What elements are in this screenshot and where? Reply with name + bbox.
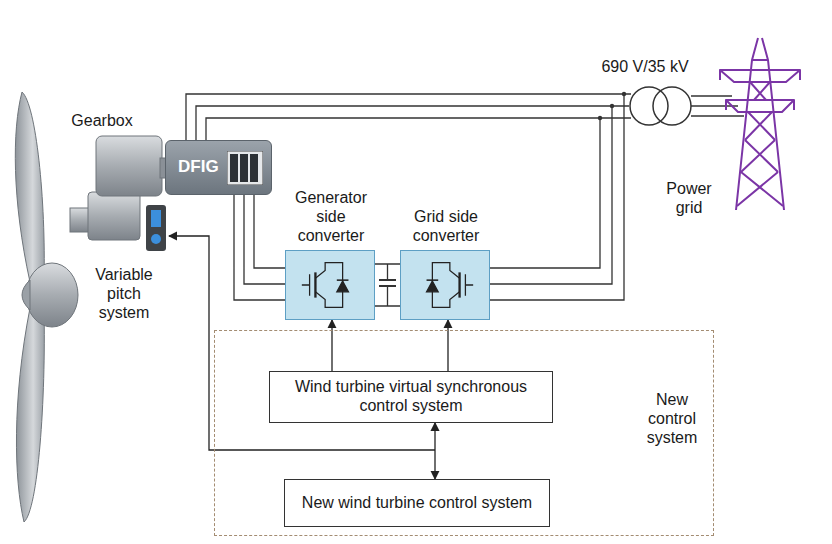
- gearbox-body: [88, 192, 140, 240]
- converter-box: Generator side converter: [285, 250, 375, 320]
- group-label: New control system: [635, 391, 709, 448]
- grid-converter-wires: [490, 94, 624, 300]
- signal-arrow: [434, 423, 435, 479]
- part-label: Power grid: [660, 180, 718, 218]
- control-box: New wind turbine control system: [284, 479, 550, 527]
- converter-label: Generator side converter: [281, 189, 381, 246]
- gearbox-body: [96, 136, 162, 196]
- part-label: Variable pitch system: [82, 266, 166, 323]
- part-label: 690 V/35 kV: [590, 58, 700, 77]
- rotor-hub: [26, 263, 78, 327]
- hub-nose: [22, 280, 30, 310]
- pitch-actuator: [151, 234, 161, 244]
- wire-junction: [598, 92, 626, 120]
- part-label: Gearbox: [62, 112, 142, 131]
- signal-arrow: [331, 320, 332, 371]
- power-wire: [375, 264, 400, 306]
- slip-rings: [227, 151, 263, 185]
- control-label: New wind turbine control system: [302, 494, 532, 513]
- transformer-winding: [630, 87, 668, 125]
- pitch-actuator: [151, 210, 161, 227]
- igbt-symbol: [401, 251, 489, 319]
- power-wire: [234, 195, 285, 300]
- igbt-symbol: [286, 251, 374, 319]
- converter-label: Grid side converter: [396, 208, 496, 246]
- signal-arrow: [447, 320, 448, 371]
- pitch-actuator: [146, 205, 166, 251]
- transformer-winding: [653, 87, 691, 125]
- rotor-blade: [15, 92, 44, 282]
- generator-label: DFIG: [178, 157, 219, 177]
- converter-box: Grid side converter: [400, 250, 490, 320]
- control-group-box: New control system Wind turbine virtual s…: [214, 330, 714, 536]
- generator-box: DFIG: [165, 140, 272, 195]
- stator-wires: [186, 94, 631, 140]
- dc-capacitor: [379, 264, 396, 306]
- transmission-tower: [720, 38, 800, 210]
- rotor-blade: [16, 308, 44, 522]
- control-label: Wind turbine virtual synchronous control…: [280, 378, 542, 416]
- control-box: Wind turbine virtual synchronous control…: [269, 371, 553, 423]
